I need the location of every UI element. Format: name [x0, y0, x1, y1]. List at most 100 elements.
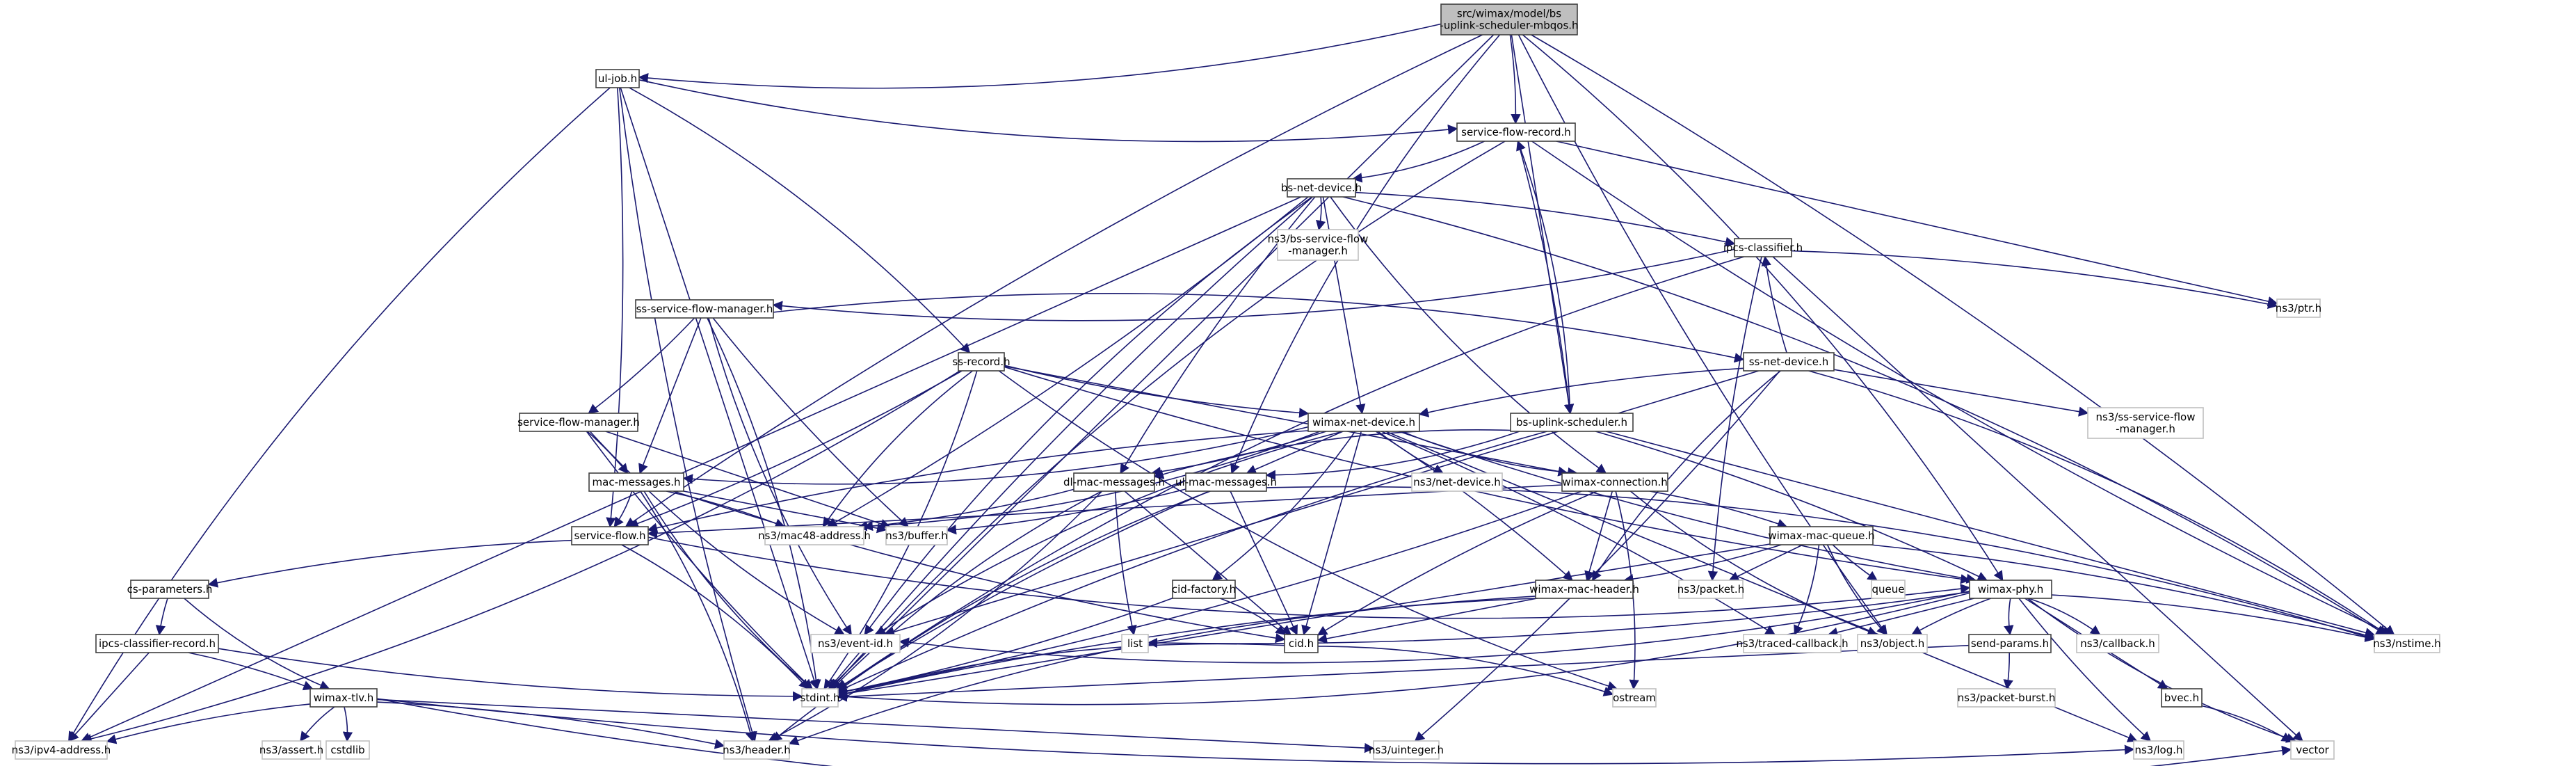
node-box	[1734, 238, 1792, 257]
node-label: ns3/assert.h	[259, 744, 323, 756]
edge-wimax-tlv-to-ns3-ipv4-address	[106, 703, 311, 744]
node-ns3-ptr: ns3/ptr.h	[2276, 298, 2321, 318]
node-label: ns3/bs-service-flow	[1268, 233, 1369, 246]
edge-service-flow-record-to-stdint	[830, 141, 1506, 690]
edge-mac-messages-to-stdint	[643, 490, 813, 689]
edge-ss-record-to-ns3-ipv4-address	[81, 370, 960, 744]
edge-wimax-tlv-to-ns3-log	[376, 698, 2135, 765]
node-service-flow[interactable]: service-flow.h	[571, 526, 649, 545]
node-box	[1307, 413, 1420, 432]
node-label: wimax-phy.h	[1978, 583, 2044, 596]
edge-wimax-connection-to-ns3-object	[1629, 490, 1878, 637]
edge-wimax-mac-queue-to-ns3-object	[1826, 544, 1887, 636]
node-box	[1743, 634, 1842, 653]
node-box	[1073, 472, 1155, 492]
edge-bs-net-device-to-ipcs-classifier	[1355, 191, 1736, 247]
node-label: ns3/header.h	[723, 744, 791, 756]
node-dl-mac-messages[interactable]: dl-mac-messages.h	[1063, 472, 1165, 492]
edge-wimax-mac-queue-to-stdint	[837, 543, 1771, 699]
edge-ipcs-classifier-to-vector	[1772, 256, 2303, 742]
node-mac-messages[interactable]: mac-messages.h	[588, 472, 684, 492]
node-stdint: stdint.h	[800, 688, 840, 708]
edge-bs-net-device-to-stdint	[828, 196, 1313, 690]
node-box	[1968, 634, 2052, 653]
node-box	[1769, 526, 1874, 545]
node-wimax-mac-queue[interactable]: wimax-mac-queue.h	[1768, 526, 1875, 545]
node-label: ipcs-classifier.h	[1723, 241, 1803, 254]
node-root[interactable]: src/wimax/model/bs-uplink-scheduler-mbqo…	[1440, 3, 1579, 35]
node-ss-service-flow-manager[interactable]: ss-service-flow-manager.h	[635, 299, 774, 319]
node-cid[interactable]: cid.h	[1284, 634, 1319, 653]
edge-ipcs-classifier-record-to-wimax-tlv	[188, 652, 314, 691]
edge-service-flow-record-to-ns3-nstime	[1531, 141, 2392, 635]
edge-ss-net-device-to-wimax-mac-header	[1591, 370, 1781, 582]
node-ul-mac-messages[interactable]: ul-mac-messages.h	[1175, 472, 1277, 492]
node-label: ss-record.h	[952, 356, 1010, 368]
edge-cs-parameters-to-wimax-tlv	[184, 598, 330, 690]
node-box	[1743, 352, 1835, 372]
edge-ss-service-flow-manager-to-stdint	[707, 317, 821, 690]
node-queue: queue	[1871, 580, 1906, 599]
node-label: -manager.h	[2116, 423, 2175, 436]
edge-dl-mac-messages-to-ns3-header	[768, 490, 1103, 742]
node-ipcs-classifier-record[interactable]: ipcs-classifier-record.h	[95, 634, 219, 653]
node-label: ns3/log.h	[2134, 744, 2182, 756]
node-box	[635, 299, 774, 319]
edge-ss-net-device-to-ipcs-classifier	[1761, 255, 1787, 353]
node-label: ns3/packet-burst.h	[1958, 692, 2056, 704]
edge-root-to-ul-mac-messages	[1230, 34, 1501, 474]
node-bvec[interactable]: bvec.h	[2161, 688, 2203, 708]
node-box	[1678, 580, 1744, 599]
node-bs-net-device[interactable]: bs-net-device.h	[1281, 178, 1362, 198]
edge-ss-service-flow-manager-to-service-flow-manager	[588, 317, 695, 414]
node-service-flow-manager[interactable]: service-flow-manager.h	[517, 413, 640, 432]
node-ss-record[interactable]: ss-record.h	[952, 352, 1011, 372]
node-box	[1871, 580, 1906, 599]
node-cid-factory[interactable]: cid-factory.h	[1172, 580, 1236, 599]
edge-bs-uplink-scheduler-to-stdint	[837, 431, 1547, 692]
node-service-flow-record[interactable]: service-flow-record.h	[1456, 122, 1576, 142]
node-wimax-net-device[interactable]: wimax-net-device.h	[1307, 413, 1420, 432]
node-label: service-flow-manager.h	[517, 416, 640, 429]
node-label: ns3/mac48-address.h	[758, 529, 871, 542]
node-box	[2290, 740, 2335, 760]
node-send-params[interactable]: send-params.h	[1968, 634, 2052, 653]
edge-ss-service-flow-manager-to-mac-messages	[638, 317, 702, 474]
edge-wimax-phy-to-vector	[2027, 598, 2296, 743]
edge-service-flow-record-to-bs-net-device	[1352, 141, 1485, 183]
node-box	[1287, 178, 1356, 198]
node-box	[1373, 740, 1440, 760]
edge-wimax-net-device-to-service-flow	[647, 430, 1309, 533]
edge-service-flow-manager-to-ns3-buffer	[605, 431, 891, 529]
node-wimax-phy[interactable]: wimax-phy.h	[1969, 580, 2052, 599]
node-label: ostream	[1613, 692, 1656, 704]
edge-wimax-tlv-to-cstdlib	[342, 706, 353, 742]
edge-send-params-to-stdint	[837, 644, 1970, 702]
node-label: ns3/nstime.h	[2373, 637, 2440, 650]
node-box	[2276, 298, 2321, 318]
node-cs-parameters[interactable]: cs-parameters.h	[127, 580, 213, 599]
node-label: ns3/event-id.h	[818, 637, 893, 650]
node-label: bs-uplink-scheduler.h	[1516, 416, 1627, 429]
node-bs-uplink-scheduler[interactable]: bs-uplink-scheduler.h	[1510, 413, 1634, 432]
edge-ss-service-flow-manager-to-ss-net-device	[773, 293, 1745, 363]
edge-wimax-net-device-to-mac-messages	[682, 426, 1309, 485]
node-label: ns3/object.h	[1860, 637, 1924, 650]
edge-wimax-phy-to-ns3-callback	[2028, 598, 2101, 635]
node-wimax-mac-header[interactable]: wimax-mac-header.h	[1529, 580, 1639, 599]
node-ul-job[interactable]: ul-job.h	[595, 69, 640, 88]
node-wimax-tlv[interactable]: wimax-tlv.h	[309, 688, 378, 708]
node-label: wimax-tlv.h	[314, 692, 374, 704]
edge-ss-net-device-to-wimax-net-device	[1418, 367, 1744, 417]
edge-root-to-wimax-phy	[1522, 34, 2004, 582]
node-wimax-connection[interactable]: wimax-connection.h	[1561, 472, 1668, 492]
node-box	[2133, 740, 2184, 760]
node-ipcs-classifier[interactable]: ipcs-classifier.h	[1723, 238, 1803, 257]
edge-wimax-tlv-to-ns3-assert	[300, 706, 335, 742]
edge-mac-messages-to-ns3-header	[640, 490, 755, 742]
node-box	[588, 472, 684, 492]
edge-ipcs-classifier-to-stdint	[837, 256, 1745, 690]
node-ss-net-device[interactable]: ss-net-device.h	[1743, 352, 1835, 372]
edge-ul-job-to-ns3-header	[618, 87, 757, 742]
node-layer: src/wimax/model/bs-uplink-scheduler-mbqo…	[12, 3, 2441, 760]
